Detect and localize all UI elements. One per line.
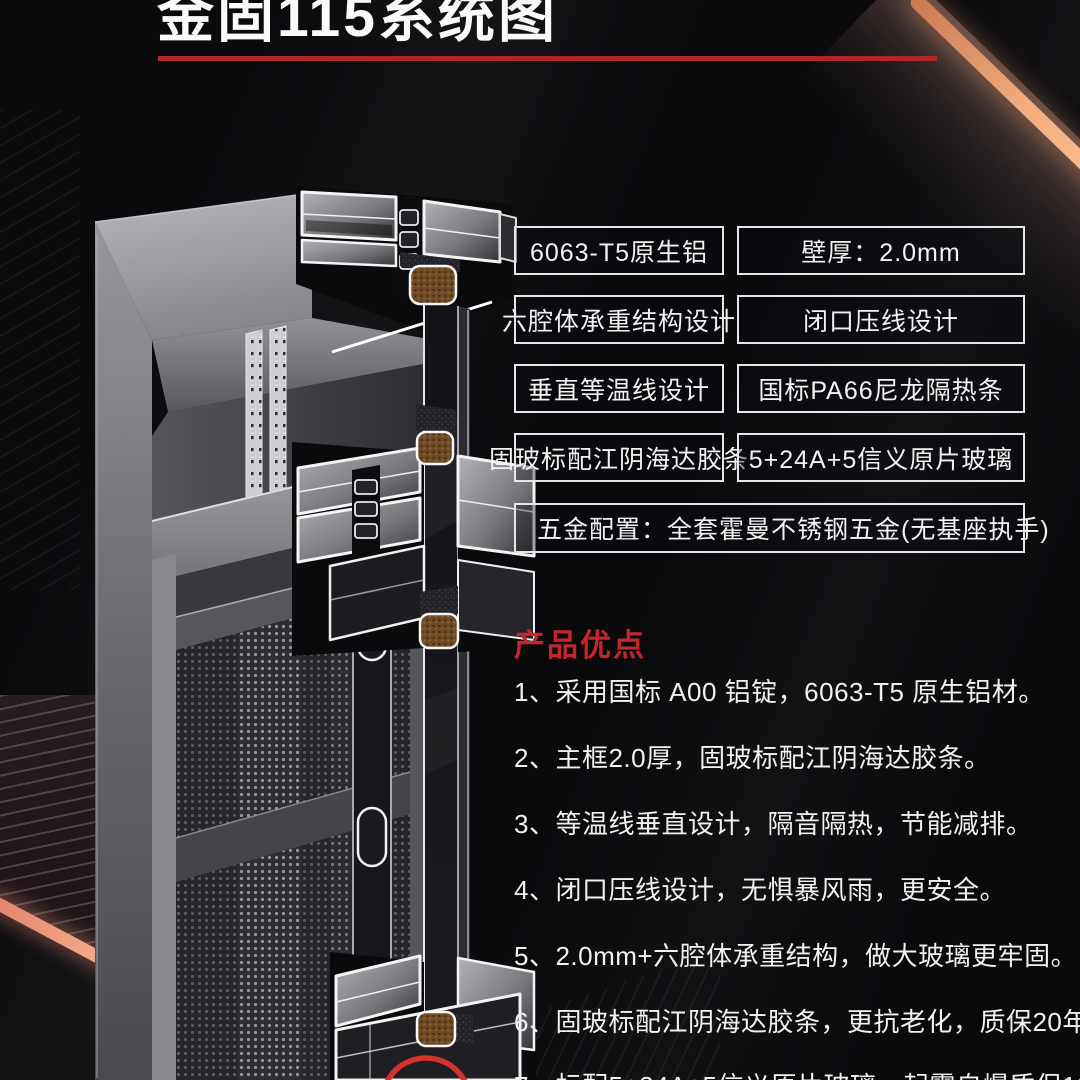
- advantage-item-7: 7、标配5+24A+5信义原片玻璃，起雾自爆质保10年: [514, 1066, 1080, 1080]
- gasket-bronze: [415, 430, 455, 466]
- spec-box-isotherm: 垂直等温线设计: [514, 364, 724, 413]
- spec-box-thermal-strip: 国标PA66尼龙隔热条: [737, 364, 1025, 413]
- advantage-item-6: 6、固玻标配江阴海达胶条，更抗老化，质保20年。: [514, 1007, 1080, 1037]
- spec-box-wall-thickness: 壁厚：2.0mm: [737, 226, 1025, 275]
- foam-spacer: [420, 586, 458, 620]
- advantage-item-2: 2、主框2.0厚，固玻标配江阴海达胶条。: [514, 743, 991, 773]
- gasket-bronze: [415, 1010, 457, 1048]
- gasket-bronze: [408, 264, 458, 306]
- advantage-item-3: 3、等温线垂直设计，隔音隔热，节能减排。: [514, 809, 1033, 839]
- spec-box-chamber-design: 六腔体承重结构设计: [502, 295, 735, 344]
- advantage-item-5: 5、2.0mm+六腔体承重结构，做大玻璃更牢固。: [514, 941, 1078, 971]
- advantages-heading: 产品优点: [514, 628, 646, 663]
- advantage-item-1: 1、采用国标 A00 铝锭，6063-T5 原生铝材。: [514, 677, 1045, 707]
- gasket-bronze: [418, 612, 460, 650]
- oval-connector: [356, 806, 388, 868]
- left-edge-stripes-decoration: [0, 110, 80, 590]
- advantage-item-4: 4、闭口压线设计，无惧暴风雨，更安全。: [514, 875, 1006, 905]
- spec-box-glass: 5+24A+5信义原片玻璃: [737, 433, 1025, 482]
- spec-box-gasket: 固玻标配江阴海达胶条: [489, 433, 748, 482]
- spec-box-hardware: 五金配置：全套霍曼不锈钢五金(无基座执手): [514, 503, 1049, 553]
- foam-spacer: [416, 404, 456, 434]
- title-underline: [158, 56, 937, 61]
- sealing-gaskets: [408, 264, 460, 1048]
- spec-box-bead-design: 闭口压线设计: [737, 295, 1025, 344]
- red-highlight-circle: [384, 1055, 468, 1080]
- spec-box-material: 6063-T5原生铝: [514, 226, 724, 275]
- page-title: 金固115系统图: [157, 0, 558, 49]
